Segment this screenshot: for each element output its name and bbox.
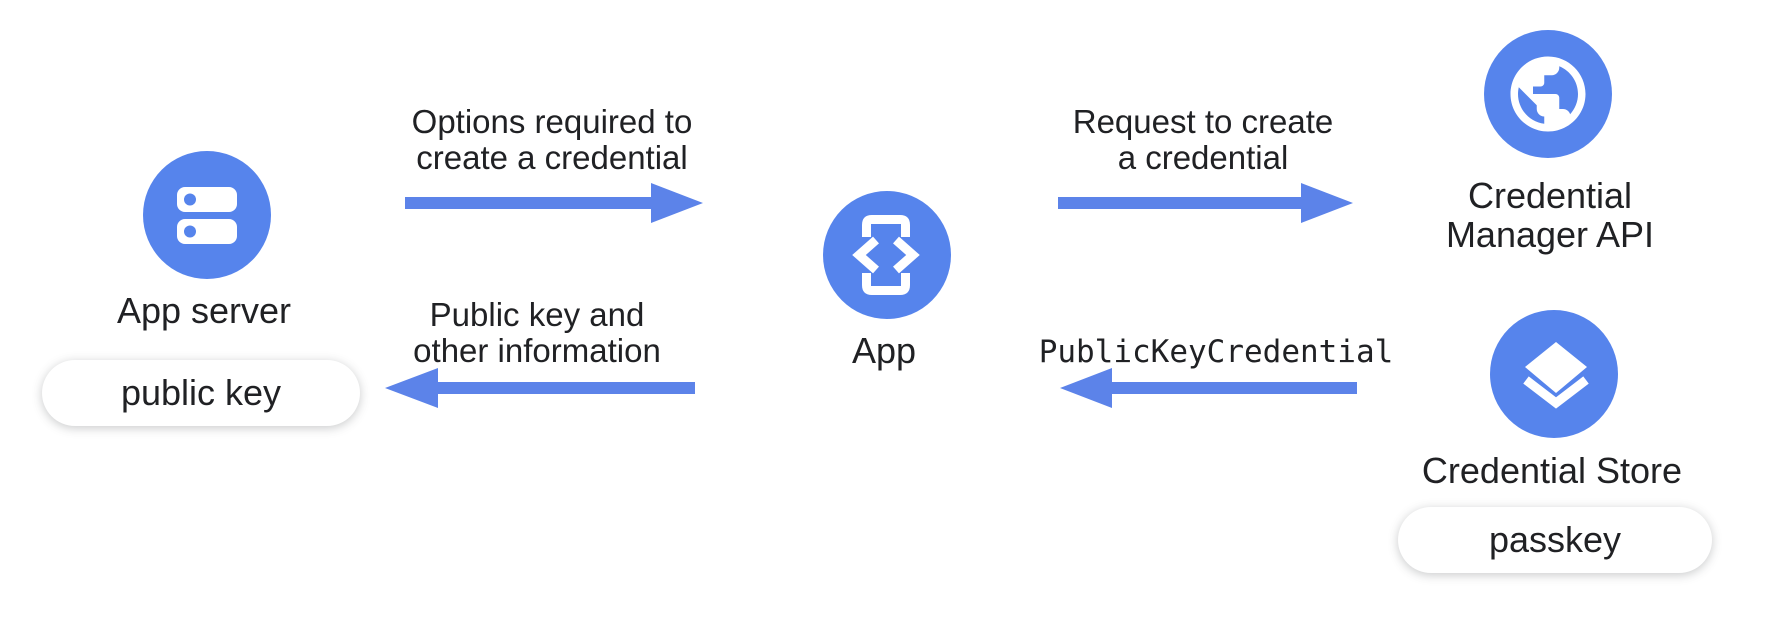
arrow-label-options-line2: create a credential (416, 139, 688, 176)
arrow-label-public-key-info: Public key and other information (387, 297, 687, 369)
arrow-label-request: Request to create a credential (1053, 104, 1353, 176)
arrow-request-right (1058, 183, 1353, 223)
node-label-app: App (851, 330, 917, 371)
arrow-label-request-line1: Request to create (1072, 103, 1334, 140)
globe-icon (1510, 56, 1586, 132)
badge-public-key: public key (42, 360, 360, 426)
layers-icon (1523, 342, 1589, 409)
node-circle-app-server (143, 151, 271, 279)
arrow-public-key-info-left (385, 368, 695, 408)
arrow-label-options-line1: Options required to (411, 103, 693, 140)
node-circle-app (823, 191, 951, 319)
badge-passkey: passkey (1398, 507, 1712, 573)
badge-passkey-text: passkey (1488, 519, 1622, 560)
node-label-credential-manager-api-line1: Credential (1467, 175, 1633, 216)
phone-code-icon (852, 215, 920, 295)
arrow-label-public-key-credential: PublicKeyCredential (1038, 334, 1394, 370)
server-icon (177, 186, 237, 244)
node-label-credential-manager-api: Credential Manager API (1370, 176, 1730, 254)
arrow-public-key-credential-left (1060, 368, 1357, 408)
arrow-label-options: Options required to create a credential (402, 104, 702, 176)
node-circle-credential-store (1490, 310, 1618, 438)
arrow-options-right (405, 183, 703, 223)
node-label-credential-manager-api-line2: Manager API (1445, 214, 1655, 255)
arrow-label-public-key-info-line2: other information (413, 332, 661, 369)
badge-public-key-text: public key (120, 372, 282, 413)
node-circle-credential-manager-api (1484, 30, 1612, 158)
node-label-app-server: App server (116, 290, 292, 331)
arrow-label-public-key-info-line1: Public key and (429, 296, 645, 333)
node-label-credential-store: Credential Store (1421, 450, 1683, 491)
arrow-label-request-line2: a credential (1117, 139, 1289, 176)
